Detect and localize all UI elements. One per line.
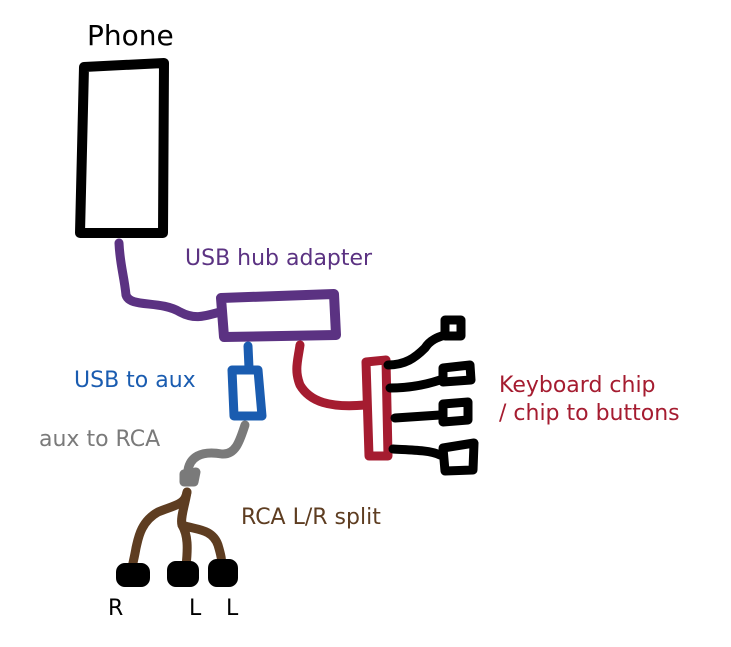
usb-hub-shape (216, 289, 341, 342)
button-2 (438, 360, 476, 387)
aux-rca-cable (183, 420, 250, 475)
hub-keyboard-cable (292, 340, 370, 411)
rca-split-cable-r (127, 487, 192, 575)
rca-split-label: RCA L/R split (241, 505, 381, 530)
button-1 (440, 315, 466, 341)
aux-rca-plug (179, 467, 201, 487)
button-3 (438, 397, 473, 427)
rca-plug-r (116, 563, 150, 587)
button-wire-1 (383, 330, 450, 370)
phone-shape (75, 58, 169, 238)
plug-l2-label: L (226, 596, 239, 621)
plug-l1-label: L (189, 596, 202, 621)
hub-aux-cable (243, 341, 254, 373)
usb-hub-label: USB hub adapter (185, 246, 373, 271)
button-wire-3 (390, 410, 445, 423)
aux-rca-label: aux to RCA (39, 427, 161, 452)
rca-plug-l2 (208, 559, 238, 587)
plug-r-label: R (108, 596, 124, 621)
keyboard-label-line2: / chip to buttons (499, 401, 680, 426)
phone-usb-cable (114, 238, 225, 322)
button-wire-2 (385, 375, 445, 393)
phone-label: Phone (87, 19, 174, 52)
keyboard-label-line1: Keyboard chip (499, 373, 656, 398)
button-4 (438, 438, 479, 476)
usb-aux-label: USB to aux (74, 368, 196, 393)
rca-plug-l1 (167, 561, 199, 587)
usb-aux-adapter (227, 365, 267, 421)
keyboard-chip (361, 355, 393, 461)
button-wire-4 (388, 444, 445, 460)
